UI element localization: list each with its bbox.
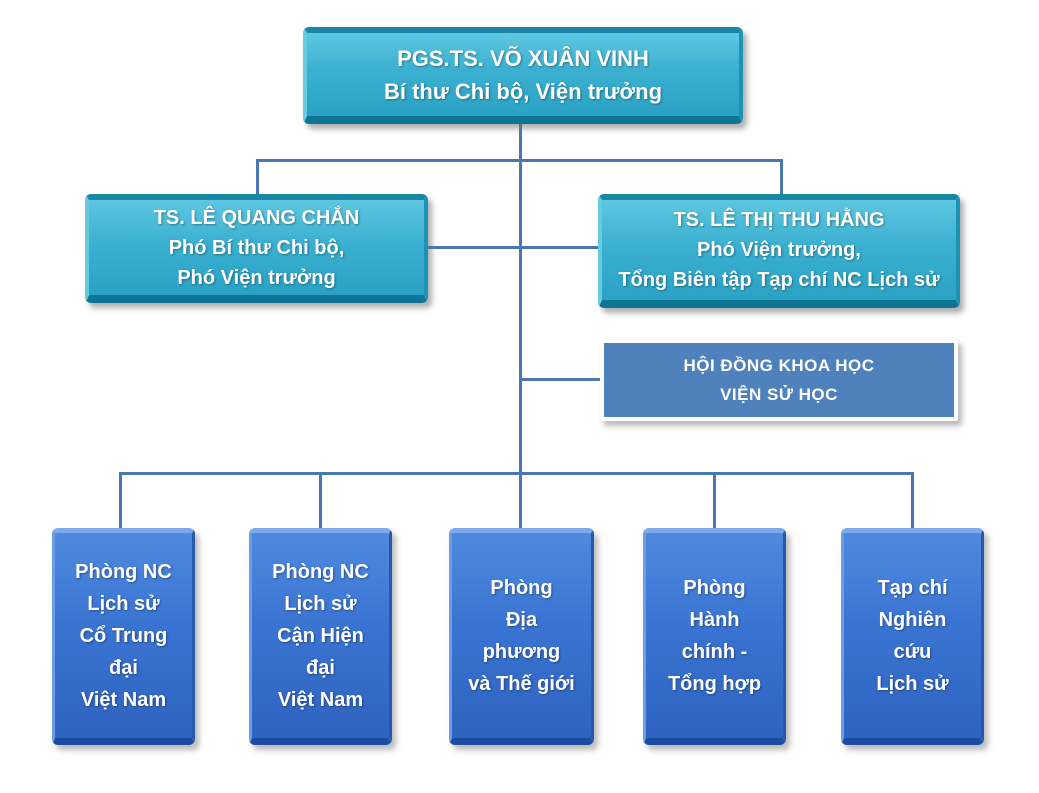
connector-drop-dept2 [319, 472, 322, 528]
node-director: PGS.TS. VÕ XUÂN VINH Bí thư Chi bộ, Viện… [303, 27, 743, 124]
deputy-right-title-2: Tổng Biên tập Tạp chí NC Lịch sử [618, 269, 940, 291]
dept-line: đại [109, 656, 138, 679]
dept-line: Phòng [490, 576, 553, 599]
deputy-right-name: TS. LÊ THỊ THU HẰNG [673, 209, 885, 231]
deputy-left-title-2: Phó Viện trưởng [177, 266, 336, 289]
dept-line: đại [306, 656, 335, 679]
dept-line: Hành [689, 608, 740, 631]
dept-line: Lịch sử [284, 592, 357, 615]
dept-line: Cận Hiện [277, 624, 364, 647]
connector-bottom-bar [119, 472, 914, 475]
node-dept-modern-history: Phòng NC Lịch sử Cận Hiện đại Việt Nam [249, 528, 392, 745]
dept-line: Lịch sử [876, 672, 949, 695]
dept-line: Việt Nam [277, 688, 364, 711]
council-line-2: VIỆN SỬ HỌC [720, 385, 838, 404]
node-dept-ancient-history: Phòng NC Lịch sử Cổ Trung đại Việt Nam [52, 528, 195, 745]
director-title: Bí thư Chi bộ, Viện trưởng [383, 78, 663, 104]
dept-line: phương [482, 640, 561, 663]
dept-line: và Thế giới [468, 672, 575, 695]
dept-line: Phòng [683, 576, 746, 599]
dept-line: Phòng NC [75, 560, 172, 583]
connector-drop-deputy-left [256, 159, 259, 195]
dept-line: Việt Nam [80, 688, 167, 711]
connector-council-link [520, 378, 600, 381]
connector-drop-dept5 [911, 472, 914, 528]
dept-line: Tạp chí [877, 576, 948, 599]
dept-line: Địa [505, 608, 538, 631]
node-deputy-left: TS. LÊ QUANG CHẮN Phó Bí thư Chi bộ, Phó… [85, 194, 428, 303]
connector-drop-dept3 [519, 472, 522, 528]
deputy-left-title-1: Phó Bí thư Chi bộ, [168, 236, 345, 259]
dept-line: Nghiên [878, 608, 947, 631]
council-line-1: HỘI ĐỒNG KHOA HỌC [683, 356, 875, 375]
dept-line: chính - [681, 640, 748, 663]
connector-deputies-link [426, 246, 598, 249]
deputy-right-title-1: Phó Viện trưởng, [697, 239, 861, 261]
dept-line: cứu [893, 640, 932, 663]
connector-drop-dept4 [713, 472, 716, 528]
dept-line: Tổng hợp [667, 672, 762, 695]
connector-drop-dept1 [119, 472, 122, 528]
connector-drop-deputy-right [780, 159, 783, 195]
node-dept-admin: Phòng Hành chính - Tổng hợp [643, 528, 786, 745]
node-science-council: HỘI ĐỒNG KHOA HỌC VIỆN SỬ HỌC [600, 339, 958, 421]
dept-line: Cổ Trung [79, 624, 168, 647]
node-dept-local-world: Phòng Địa phương và Thế giới [449, 528, 594, 745]
director-name: PGS.TS. VÕ XUÂN VINH [397, 45, 649, 71]
dept-line: Lịch sử [87, 592, 160, 615]
node-deputy-right: TS. LÊ THỊ THU HẰNG Phó Viện trưởng, Tổn… [598, 194, 960, 308]
node-journal: Tạp chí Nghiên cứu Lịch sử [841, 528, 984, 745]
connector-spine [519, 124, 522, 475]
connector-level2-bar [256, 159, 783, 162]
dept-line: Phòng NC [272, 560, 369, 583]
deputy-left-name: TS. LÊ QUANG CHẮN [153, 206, 360, 229]
